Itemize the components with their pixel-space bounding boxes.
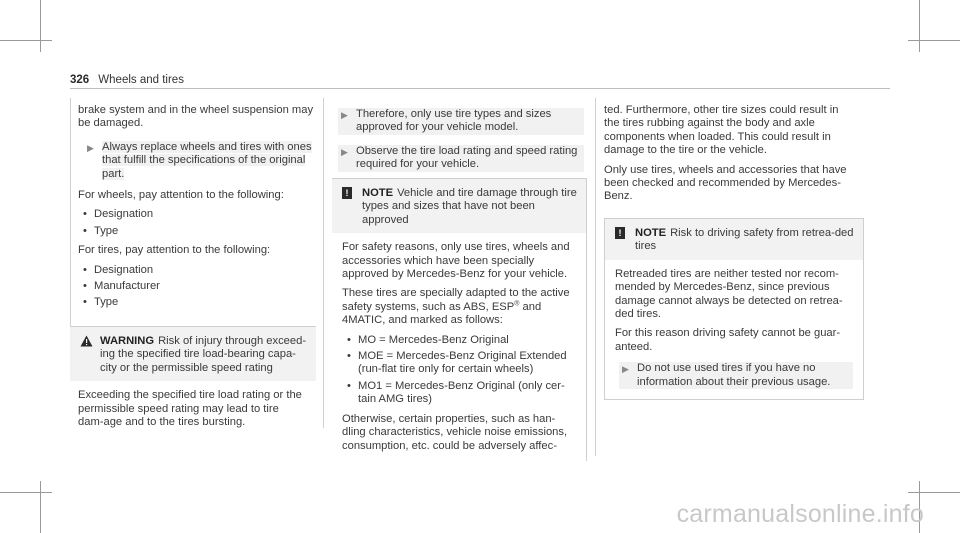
intro-text: brake system and in the wheel suspension… [78,104,314,130]
continued-text: ted. Furthermore, other tire sizes could… [604,104,839,157]
bullet-dot-icon: • [347,333,351,346]
note-paragraph: For this reason driving safety cannot be… [615,327,841,353]
tires-intro: For tires, pay attention to the followin… [78,244,271,257]
note-body: For safety reasons, only use tires, whee… [332,233,586,461]
list-item: •Designation [83,263,154,276]
crop-mark [919,481,920,533]
triangle-right-icon: ▶ [341,146,348,157]
list-item: •Designation [83,208,154,221]
column-divider [70,98,71,428]
list-item: •Type [83,296,119,309]
crop-mark [908,492,960,493]
continued-text: Only use tires, wheels and accessories t… [604,163,847,203]
note-paragraph: For safety reasons, only use tires, whee… [342,241,570,281]
page-number: 326 [70,74,90,86]
column-divider [323,98,324,428]
column-3: ted. Furthermore, other tire sizes could… [604,104,854,210]
warning-label: WARNING [100,335,155,347]
note-label: NOTE [362,187,394,199]
tires-list: •Designation •Manufacturer •Type [78,264,314,310]
list-item: •Type [83,224,119,237]
column-2: ▶ Therefore, only use tire types and siz… [332,104,584,180]
step-text: Observe the tire load rating and speed r… [356,144,578,171]
list-item: •Manufacturer [83,280,160,293]
instruction-step: ▶ Observe the tire load rating and speed… [338,144,584,172]
warning-body: Exceeding the specified tire load rating… [78,389,302,429]
header-rule [70,88,890,89]
bullet-dot-icon: • [83,208,87,221]
note-paragraph: These tires are specially adapted to the… [342,287,570,327]
note-paragraph: Otherwise, certain properties, such as h… [342,412,568,452]
column-1: brake system and in the wheel suspension… [78,104,314,316]
crop-mark [919,0,920,52]
bullet-dot-icon: • [347,350,351,363]
list-item: •MO1 = Mercedes-Benz Original (only cer-… [347,379,565,406]
note-body: Retreaded tires are neither tested nor r… [605,260,863,399]
bullet-dot-icon: • [83,263,87,276]
step-text: Always replace wheels and tires with one… [102,140,312,180]
list-item: •MOE = Mercedes-Benz Original Extended (… [347,350,567,376]
wheels-list: •Designation •Type [78,208,314,238]
note-exclamation-icon: ! [615,227,625,239]
note-exclamation-icon: ! [342,187,352,199]
instruction-step: ▶ Always replace wheels and tires with o… [84,140,314,181]
note-label: NOTE [635,227,667,239]
crop-mark [40,0,41,52]
instruction-step: ▶ Therefore, only use tire types and siz… [338,108,584,135]
list-item: •MO = Mercedes-Benz Original [347,333,509,346]
step-text: Do not use used tires if you have no inf… [637,362,831,388]
column-divider [595,98,596,456]
page-header: 326 Wheels and tires [70,74,184,87]
note-paragraph: Retreaded tires are neither tested nor r… [615,267,843,321]
warning-triangle-icon [80,335,93,347]
warning-title: Risk of injury through exceed-ing the sp… [100,335,307,374]
triangle-right-icon: ▶ [622,364,629,375]
watermark: carmanualsonline.info [676,500,924,528]
section-title: Wheels and tires [98,74,184,86]
tire-marking-list: •MO = Mercedes-Benz Original •MOE = Merc… [342,334,576,407]
crop-mark [0,40,52,41]
step-text: Therefore, only use tire types and sizes… [356,108,552,134]
crop-mark [908,40,960,41]
crop-mark [0,492,52,493]
instruction-step: ▶ Do not use used tires if you have no i… [619,362,853,390]
note-title: Vehicle and tire damage through tire typ… [362,187,577,226]
bullet-dot-icon: • [83,280,87,293]
bullet-dot-icon: • [83,296,87,309]
triangle-right-icon: ▶ [341,110,348,120]
crop-mark [40,481,41,533]
bullet-dot-icon: • [347,379,351,392]
bullet-dot-icon: • [83,224,87,237]
triangle-right-icon: ▶ [87,142,94,153]
note-title: Risk to driving safety from retrea-ded t… [635,227,854,253]
wheels-intro: For wheels, pay attention to the followi… [78,189,284,202]
